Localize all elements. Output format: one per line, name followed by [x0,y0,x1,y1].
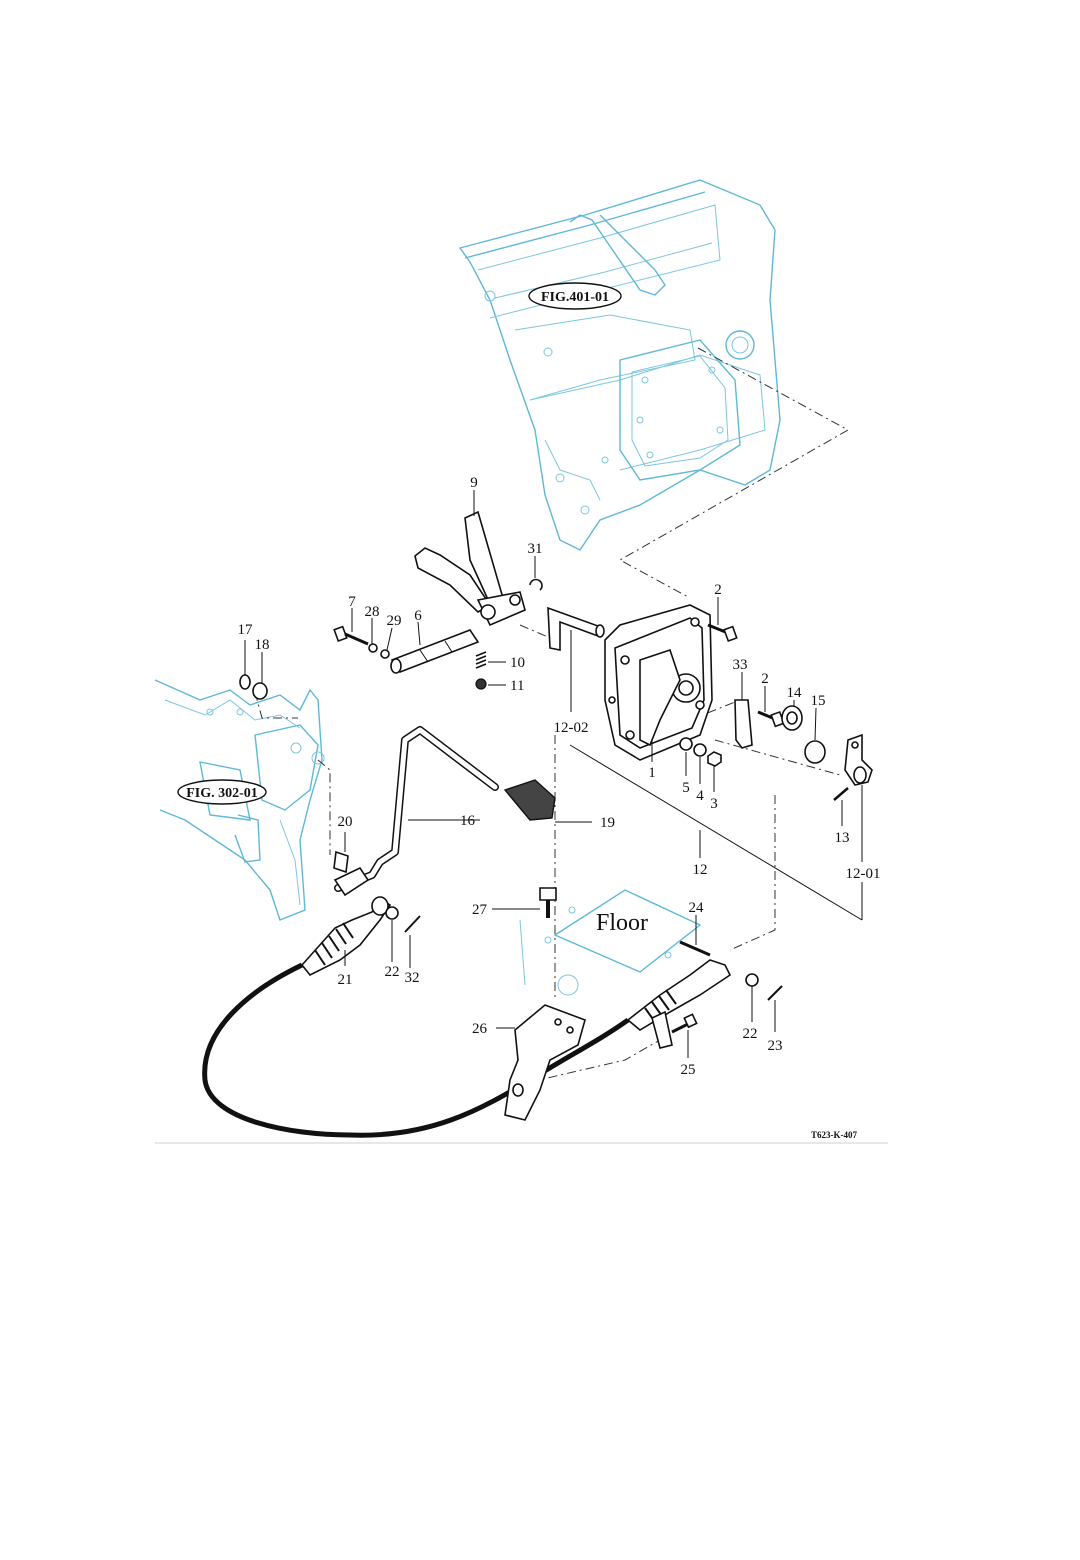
fig-401-01-reference: FIG.401-01 [529,283,621,309]
callout-11: 11 [510,678,524,694]
callout-24: 24 [689,900,705,916]
part-19-knob [505,780,555,820]
part-16-rod [338,730,495,888]
callout-12-02: 12-02 [554,720,589,736]
part-9-shift-fork [415,512,525,625]
floor-label: Floor [596,910,648,936]
part-17-clip [240,675,250,689]
callout-33: 33 [733,657,748,673]
part-26-cable-bracket [505,1005,585,1120]
callout-25: 25 [681,1062,696,1078]
callout-27: 27 [472,902,488,918]
part-12-rod-outline [570,745,862,920]
part-23-cotter-pin [768,986,782,1000]
part-13-pin [834,788,848,800]
part-10-spring [476,652,486,668]
part-1-cover-plate [605,605,712,760]
callout-12: 12 [693,862,708,878]
callout-15: 15 [811,693,826,709]
part-32-cotter-pin [405,916,420,932]
transmission-housing [460,180,780,550]
callout-22-lower: 22 [743,1026,758,1042]
part-6-shaft [391,630,478,673]
part-33-bracket [735,700,752,748]
part-27-bolt [540,888,556,918]
part-28-washer [369,644,377,652]
part-14-bushing [782,706,802,730]
callout-14: 14 [787,685,803,701]
part-15-washer [805,741,825,763]
callout-6: 6 [414,608,422,624]
part-22-washer-lower [746,974,758,986]
callout-2-lower: 2 [761,671,769,687]
part-12-02-pin [548,608,604,650]
part-2-bolt-upper [708,625,737,641]
part-29-washer [381,650,389,658]
callout-7: 7 [348,594,356,610]
part-4-lock-washer [694,744,706,756]
part-12-01-lever [845,735,872,785]
cable-lower-end [628,960,730,1048]
callout-18: 18 [255,637,270,653]
callout-9: 9 [470,475,478,491]
part-11-ball [476,679,486,689]
callout-2-upper: 2 [714,582,722,598]
part-22-washer-upper [386,907,398,919]
callout-16: 16 [460,813,476,829]
part-2-bolt-lower [758,712,784,726]
part-25-bolt [672,1014,697,1032]
callout-labels: 9 31 7 28 29 6 10 11 12-02 2 1 5 4 3 33 … [238,475,881,1078]
callout-22-upper: 22 [385,964,400,980]
part-24-pin [680,942,710,955]
callout-12-01: 12-01 [846,866,881,882]
callout-32: 32 [405,970,420,986]
callout-31: 31 [528,541,543,557]
part-21-cable-end [302,897,390,975]
callout-29: 29 [387,613,402,629]
callout-10: 10 [510,655,525,671]
callout-13: 13 [835,830,850,846]
part-5-washer [680,738,692,750]
callout-28: 28 [365,604,380,620]
part-18-washer [253,683,267,699]
callout-20: 20 [338,814,353,830]
part-16-rod-outer [338,730,495,888]
callout-19: 19 [600,815,615,831]
callout-26: 26 [472,1021,488,1037]
callout-23: 23 [768,1038,783,1054]
part-3-nut [708,752,721,766]
callout-5: 5 [682,780,690,796]
callout-4: 4 [696,788,704,804]
callout-3: 3 [710,796,718,812]
fig-302-01-reference: FIG. 302-01 [178,780,266,804]
callout-17: 17 [238,622,254,638]
part-31-circlip [530,580,542,590]
callout-21: 21 [338,972,353,988]
fig-302-01-label: FIG. 302-01 [186,786,258,801]
fig-401-01-label: FIG.401-01 [541,290,609,305]
drawing-code: T623-K-407 [811,1130,857,1140]
part-20-pin [334,852,348,872]
part-7-bolt [334,627,368,644]
callout-1: 1 [648,765,656,781]
